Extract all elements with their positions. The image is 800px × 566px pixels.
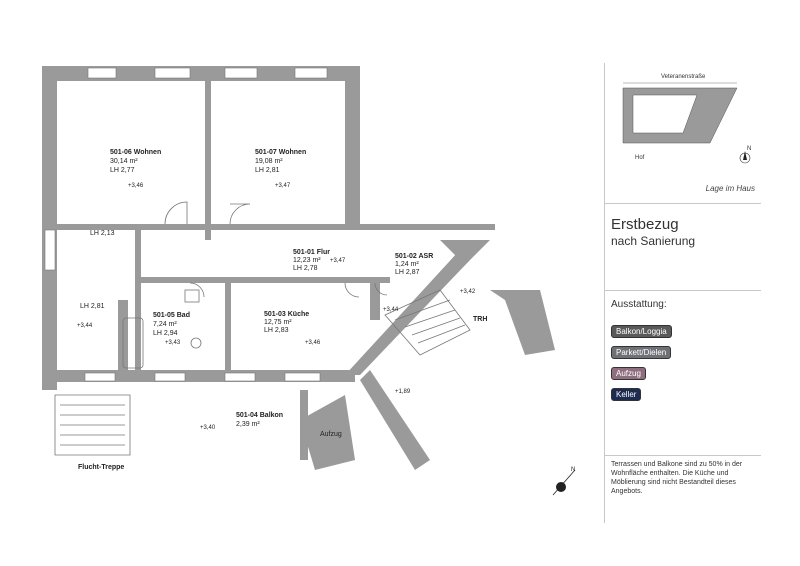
staircase — [54, 289, 471, 456]
room-501-07: 501-07 Wohnen 19,08 m² LH 2,81 +3,47 — [255, 149, 306, 189]
feature-item-keller: Keller — [611, 384, 672, 405]
room-501-01: 501-01 Flur 12,23 m² LH 2,78 +3,47 — [293, 249, 346, 272]
walls — [42, 66, 555, 470]
room-level: +3,40 — [200, 425, 216, 431]
room-level: +3,47 — [275, 183, 291, 189]
room-height: LH 2,77 — [110, 167, 135, 174]
info-panel: Veteranenstraße Hof N Lage im Haus Erstb… — [604, 63, 761, 523]
room-area: 2,39 m² — [236, 421, 260, 428]
feature-item-aufzug: Aufzug — [611, 363, 672, 384]
room-height: LH 2,81 — [255, 167, 280, 174]
left-room-level: +3,44 — [77, 323, 93, 329]
room-level: +3,46 — [305, 340, 321, 346]
disclaimer-note: Terrassen und Balkone sind zu 50% in der… — [611, 461, 743, 495]
title-section: Erstbezug nach Sanierung — [605, 204, 761, 291]
room-501-02: 501-02 ASR 1,24 m² LH 2,87 +3,44 — [383, 253, 433, 313]
feature-item-parkett: Parkett/Dielen — [611, 342, 672, 363]
title-line-1: Erstbezug — [611, 216, 679, 233]
room-name: 501-05 Bad — [153, 312, 190, 319]
location-section: Veteranenstraße Hof N Lage im Haus — [605, 63, 761, 204]
north-letter: N — [571, 467, 575, 473]
doors — [164, 201, 388, 298]
room-level: +3,47 — [330, 258, 346, 264]
room-name: 501-01 Flur — [293, 249, 330, 256]
aufzug-label: Aufzug — [320, 431, 342, 438]
windows — [44, 67, 328, 382]
room-area: 12,23 m² — [293, 257, 321, 264]
room-area: 30,14 m² — [110, 158, 138, 165]
compass-icon: N — [739, 146, 751, 164]
north-compass-icon: N — [552, 467, 575, 496]
feature-tag: Keller — [611, 388, 642, 401]
room-height: LH 2,87 — [395, 269, 420, 276]
room-name: 501-06 Wohnen — [110, 149, 161, 156]
room-name: 501-04 Balkon — [236, 412, 283, 419]
features-section: Ausstattung: Balkon/Loggia Parkett/Diele… — [605, 291, 761, 456]
trh-level: +3,42 — [460, 289, 476, 295]
floor-plan: 501-06 Wohnen 30,14 m² LH 2,77 +3,46 501… — [42, 66, 575, 496]
compass-north-letter: N — [747, 146, 751, 152]
location-diagram: Veteranenstraße Hof N — [622, 74, 751, 164]
feature-item-balkon: Balkon/Loggia — [611, 321, 672, 342]
stair-level: +1,89 — [395, 389, 411, 395]
room-area: 12,75 m² — [264, 319, 292, 326]
room-area: 1,24 m² — [395, 261, 419, 268]
room-level: +3,43 — [165, 340, 181, 346]
note-section: Terrassen und Balkone sind zu 50% in der… — [605, 456, 761, 523]
room-level: +3,44 — [383, 307, 399, 313]
feature-tag: Parkett/Dielen — [611, 346, 672, 359]
room-501-04: 501-04 Balkon 2,39 m² +3,40 — [200, 412, 283, 431]
trh-label: TRH — [473, 316, 487, 323]
fixtures — [122, 289, 202, 369]
location-caption: Lage im Haus — [705, 184, 755, 193]
flucht-treppe-label: Flucht-Treppe — [78, 464, 124, 471]
room-level: +3,46 — [128, 183, 144, 189]
street-label: Veteranenstraße — [661, 74, 706, 80]
feature-tag: Balkon/Loggia — [611, 325, 672, 338]
left-room-height: LH 2,81 — [80, 303, 105, 310]
room-height: LH 2,94 — [153, 330, 178, 337]
features-heading: Ausstattung: — [611, 299, 667, 310]
room-area: 19,08 m² — [255, 158, 283, 165]
hof-label: Hof — [635, 155, 645, 161]
corridor-height: LH 2,13 — [90, 230, 115, 237]
room-height: LH 2,78 — [293, 265, 318, 272]
room-501-06: 501-06 Wohnen 30,14 m² LH 2,77 +3,46 — [110, 149, 161, 189]
room-name: 501-03 Küche — [264, 311, 309, 318]
room-name: 501-02 ASR — [395, 253, 433, 260]
room-501-03: 501-03 Küche 12,75 m² LH 2,83 +3,46 — [264, 311, 321, 346]
room-area: 7,24 m² — [153, 321, 177, 328]
room-name: 501-07 Wohnen — [255, 149, 306, 156]
feature-list: Balkon/Loggia Parkett/Dielen Aufzug Kell… — [611, 321, 672, 405]
title-line-2: nach Sanierung — [611, 234, 696, 248]
feature-tag: Aufzug — [611, 367, 646, 380]
room-501-05: 501-05 Bad 7,24 m² LH 2,94 +3,43 — [153, 312, 190, 346]
room-height: LH 2,83 — [264, 327, 289, 334]
